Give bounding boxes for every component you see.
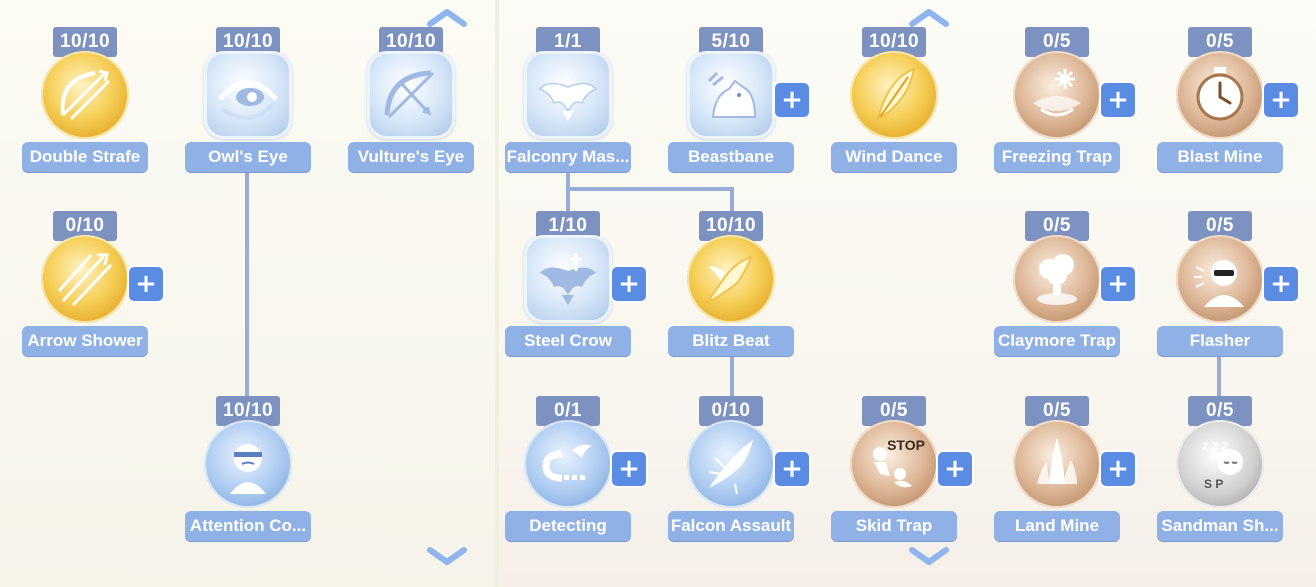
stop-text: STOP	[887, 437, 925, 453]
skill-claymore-trap[interactable]: 0/5 + Claymore Trap	[992, 211, 1135, 371]
skill-name: Vulture's Eye	[348, 142, 474, 172]
add-skill-point-button[interactable]: +	[612, 452, 646, 486]
skill-name: Double Strafe	[22, 142, 148, 172]
skill-attention-concentrate[interactable]: 10/10 Attention Co...	[183, 396, 313, 556]
skill-wind-dance[interactable]: 10/10 Wind Dance	[829, 27, 959, 187]
skill-level-badge: 0/5	[1188, 27, 1252, 57]
add-skill-point-button[interactable]: +	[1101, 83, 1135, 117]
falcon-icon	[524, 51, 612, 139]
clock-bomb-icon	[1176, 51, 1264, 139]
skill-owls-eye[interactable]: 10/10 Owl's Eye	[183, 27, 313, 187]
skill-falcon-assault[interactable]: 0/10 + Falcon Assault	[666, 396, 809, 556]
skill-name: Steel Crow	[505, 326, 631, 356]
skill-land-mine[interactable]: 0/5 + Land Mine	[992, 396, 1135, 556]
skill-skid-trap[interactable]: 0/5 STOP + Skid Trap	[829, 396, 972, 556]
add-skill-point-button[interactable]: +	[1264, 83, 1298, 117]
explosion-icon	[1013, 235, 1101, 323]
beast-icon	[687, 51, 775, 139]
skill-falconry-mastery[interactable]: 1/1 Falconry Mas...	[503, 27, 633, 187]
sp-text: S P	[1204, 477, 1223, 491]
skill-name: Arrow Shower	[22, 326, 148, 356]
focused-person-icon	[204, 420, 292, 508]
skill-blast-mine[interactable]: 0/5 + Blast Mine	[1155, 27, 1298, 187]
skill-name: Land Mine	[994, 511, 1120, 541]
skill-name: Sandman Sh...	[1157, 511, 1283, 541]
skill-level-badge: 0/5	[1025, 27, 1089, 57]
chevron-down-icon[interactable]	[424, 544, 470, 570]
skill-name: Falconry Mas...	[505, 142, 631, 172]
skill-name: Claymore Trap	[994, 326, 1120, 356]
add-skill-point-button[interactable]: +	[129, 267, 163, 301]
sleeping-person-icon: Z Z Z S P	[1176, 420, 1264, 508]
add-skill-point-button[interactable]: +	[1264, 267, 1298, 301]
skill-steel-crow[interactable]: 1/10 + Steel Crow	[503, 211, 646, 371]
skill-name: Wind Dance	[831, 142, 957, 172]
stop-sign-icon: STOP	[850, 420, 938, 508]
bow-icon	[41, 51, 129, 139]
skill-name: Falcon Assault	[668, 511, 794, 541]
skill-name: Flasher	[1157, 326, 1283, 356]
add-skill-point-button[interactable]: +	[775, 83, 809, 117]
chevron-down-icon[interactable]	[906, 544, 952, 570]
zzz-text: Z Z Z	[1202, 441, 1229, 453]
snowflake-trap-icon	[1013, 51, 1101, 139]
add-skill-point-button[interactable]: +	[775, 452, 809, 486]
connector-blitz-up	[730, 187, 734, 214]
skill-name: Owl's Eye	[185, 142, 311, 172]
skill-name: Attention Co...	[185, 511, 311, 541]
chevron-up-icon[interactable]	[424, 4, 470, 30]
connector-falconry-horizontal	[566, 187, 734, 191]
skill-level-badge: 0/1	[536, 396, 600, 426]
skill-name: Freezing Trap	[994, 142, 1120, 172]
skill-name: Skid Trap	[831, 511, 957, 541]
bow-icon	[367, 51, 455, 139]
sunglasses-face-icon	[1176, 235, 1264, 323]
connector-owls-eye-attention	[245, 168, 249, 400]
skill-arrow-shower[interactable]: 0/10 + Arrow Shower	[20, 211, 163, 371]
steel-falcon-icon	[524, 235, 612, 323]
arrow-rain-icon	[41, 235, 129, 323]
connector-flasher-sandman	[1217, 352, 1221, 400]
add-skill-point-button[interactable]: +	[938, 452, 972, 486]
wind-feather-icon	[850, 51, 938, 139]
panel-divider	[495, 0, 499, 587]
assault-falcon-icon	[687, 420, 775, 508]
skill-flasher[interactable]: 0/5 + Flasher	[1155, 211, 1298, 371]
skill-name: Beastbane	[668, 142, 794, 172]
connector-blitz-falcon-assault	[730, 352, 734, 400]
add-skill-point-button[interactable]: +	[1101, 452, 1135, 486]
skill-name: Blitz Beat	[668, 326, 794, 356]
eruption-icon	[1013, 420, 1101, 508]
skill-beastbane[interactable]: 5/10 + Beastbane	[666, 27, 809, 187]
skill-freezing-trap[interactable]: 0/5 + Freezing Trap	[992, 27, 1135, 187]
skill-vultures-eye[interactable]: 10/10 Vulture's Eye	[346, 27, 476, 187]
skill-name: Blast Mine	[1157, 142, 1283, 172]
eye-icon	[204, 51, 292, 139]
skill-level-badge: 0/5	[1188, 211, 1252, 241]
diving-falcon-icon	[687, 235, 775, 323]
skill-blitz-beat[interactable]: 10/10 Blitz Beat	[666, 211, 796, 371]
chevron-up-icon[interactable]	[906, 4, 952, 30]
add-skill-point-button[interactable]: +	[1101, 267, 1135, 301]
magnet-falcon-icon	[524, 420, 612, 508]
skill-level-badge: 0/5	[1025, 211, 1089, 241]
skill-name: Detecting	[505, 511, 631, 541]
skill-double-strafe[interactable]: 10/10 Double Strafe	[20, 27, 150, 187]
add-skill-point-button[interactable]: +	[612, 267, 646, 301]
connector-falconry-down	[566, 168, 570, 214]
skill-detecting[interactable]: 0/1 + Detecting	[503, 396, 646, 556]
